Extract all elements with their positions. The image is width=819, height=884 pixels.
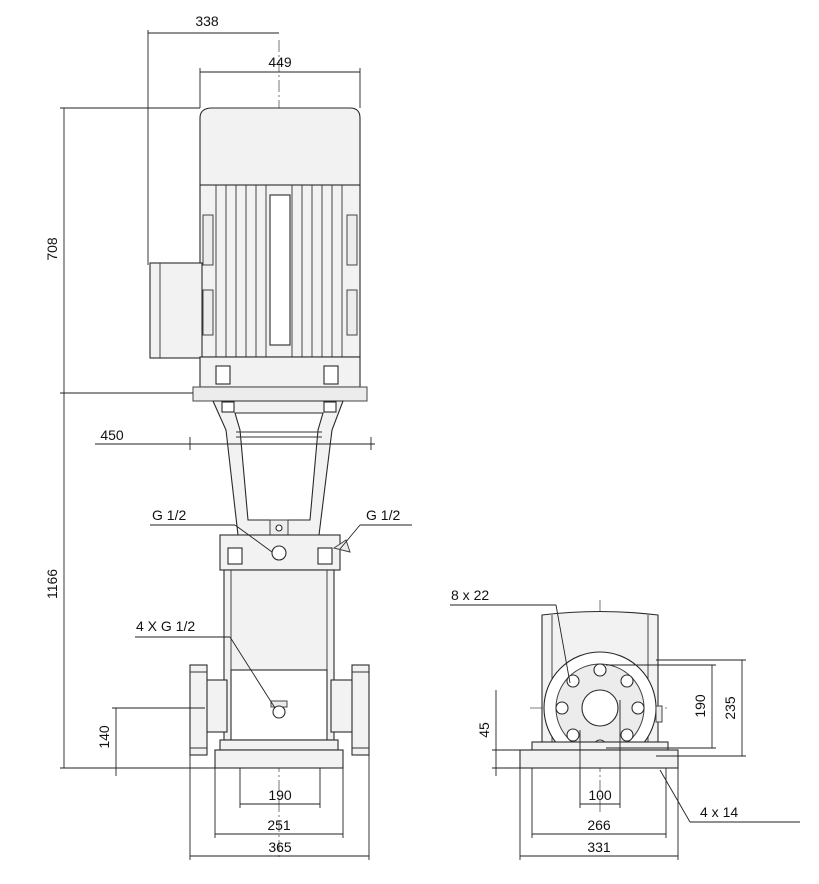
svg-text:251: 251 — [267, 817, 291, 833]
dim-708: 708 — [44, 107, 200, 394]
motor-flange-plate — [192, 386, 368, 402]
side-base-top — [531, 741, 669, 751]
svg-text:100: 100 — [588, 787, 612, 803]
terminal-box — [149, 262, 203, 359]
motor-cap — [199, 107, 361, 186]
dim-450: 450 — [95, 427, 375, 450]
svg-text:140: 140 — [96, 725, 112, 749]
front-view: 338 449 708 450 1166 — [44, 13, 412, 860]
base-plate — [214, 749, 344, 769]
svg-text:4 x 14: 4 x 14 — [700, 804, 738, 820]
label-port-right: G 1/2 — [339, 507, 412, 550]
dim-266: 266 — [531, 768, 667, 838]
label-bolt-holes: 8 x 22 — [450, 587, 571, 684]
left-flange — [189, 664, 228, 756]
svg-text:365: 365 — [268, 839, 292, 855]
svg-text:266: 266 — [587, 817, 611, 833]
dim-365: 365 — [189, 755, 370, 860]
vent-plug — [271, 545, 287, 561]
svg-text:G 1/2: G 1/2 — [152, 507, 186, 523]
svg-text:235: 235 — [722, 696, 738, 720]
base-top — [219, 739, 339, 751]
dim-190-side: 190 — [606, 664, 716, 749]
svg-text:4 X G 1/2: 4 X G 1/2 — [136, 618, 195, 634]
dim-1166: 1166 — [44, 393, 215, 769]
flange-bore — [581, 689, 619, 727]
dim-331: 331 — [519, 768, 679, 860]
svg-text:G 1/2: G 1/2 — [366, 507, 400, 523]
side-view: 8 x 22 190 235 45 100 — [450, 587, 800, 860]
svg-text:450: 450 — [100, 427, 124, 443]
motor-body — [199, 184, 361, 358]
pump-sleeve — [223, 569, 335, 741]
svg-text:8 x 22: 8 x 22 — [451, 587, 489, 603]
dim-338: 338 — [147, 13, 279, 265]
dim-100: 100 — [579, 700, 621, 808]
dim-251: 251 — [214, 768, 344, 838]
svg-text:1166: 1166 — [44, 569, 60, 599]
motor-stool — [212, 400, 344, 536]
dim-449: 449 — [199, 54, 361, 108]
svg-text:190: 190 — [692, 694, 708, 718]
svg-text:708: 708 — [44, 237, 60, 261]
svg-text:338: 338 — [195, 13, 219, 29]
svg-text:331: 331 — [587, 839, 611, 855]
label-port-left: G 1/2 — [150, 507, 273, 553]
side-base-plate — [519, 749, 679, 769]
dim-235: 235 — [656, 659, 746, 757]
dim-140: 140 — [96, 707, 205, 776]
bolt-right — [323, 365, 339, 385]
label-ports-bottom: 4 X G 1/2 — [135, 618, 276, 709]
dim-45: 45 — [476, 690, 532, 776]
svg-text:45: 45 — [476, 722, 492, 738]
label-foot-holes: 4 x 14 — [659, 769, 800, 823]
bolt-left — [215, 365, 231, 385]
drain-plug — [272, 705, 286, 719]
right-flange — [330, 664, 370, 756]
dim-190-front: 190 — [239, 768, 321, 808]
svg-text:190: 190 — [268, 787, 292, 803]
svg-text:449: 449 — [268, 54, 292, 70]
